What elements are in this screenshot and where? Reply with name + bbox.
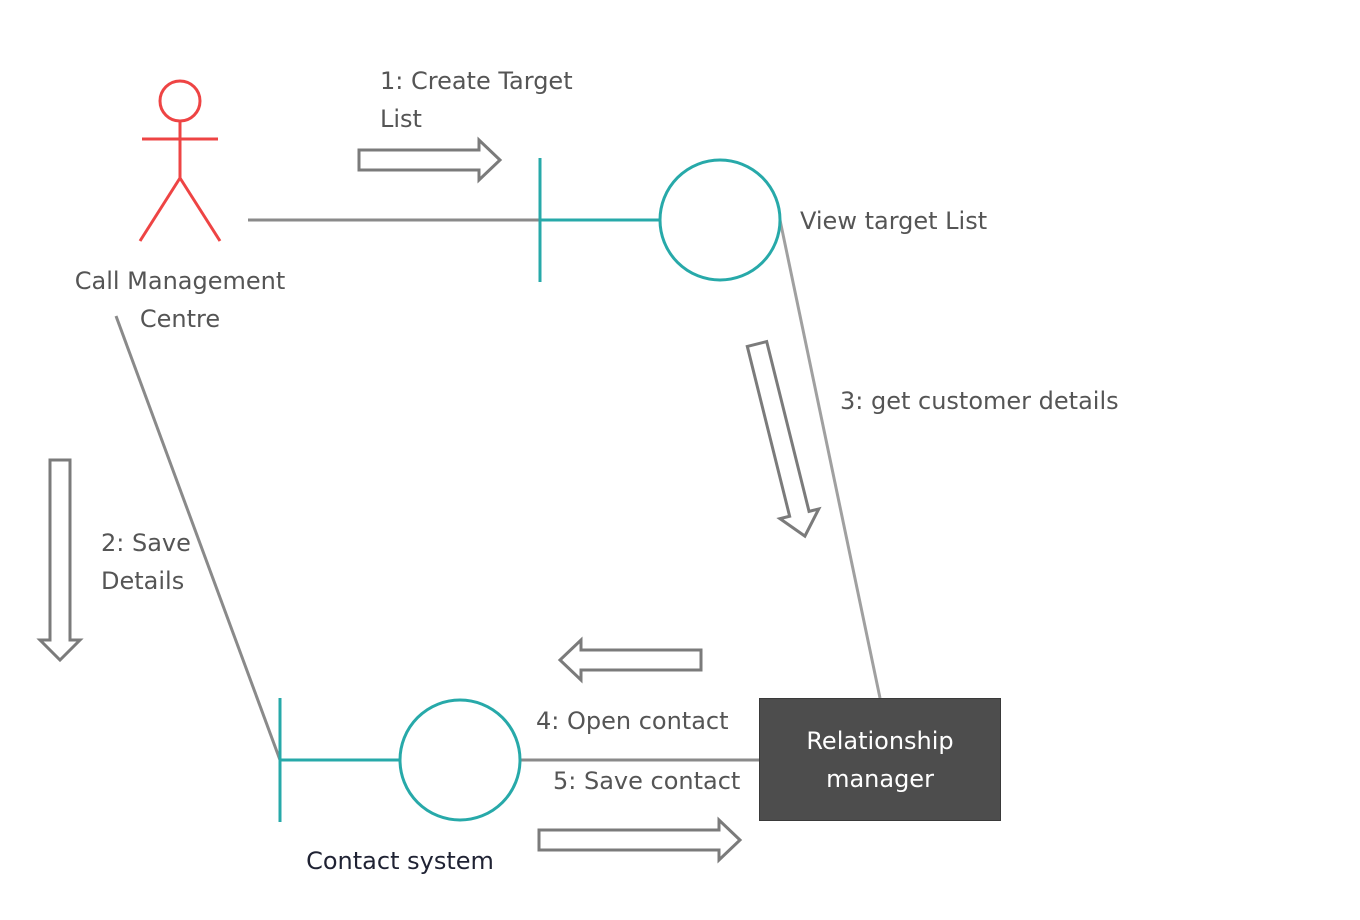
message-arrow-1-right (357, 136, 503, 184)
message-2-label-line2: Details (101, 567, 185, 595)
boundary-circle (398, 698, 522, 822)
boundary-view-target-list (538, 158, 782, 282)
boundary-circle (658, 158, 782, 282)
actor-stick-figure (138, 79, 222, 242)
message-1-label-line2: List (380, 105, 422, 133)
message-3-label: 3: get customer details (840, 387, 1119, 415)
actor-head (158, 79, 202, 123)
actor-right-leg (178, 177, 222, 242)
message-2-label: 2: Save Details (101, 524, 191, 600)
message-1-label: 1: Create Target List (380, 62, 573, 138)
message-arrow-4-left (557, 636, 703, 684)
message-4-label: 4: Open contact (536, 707, 729, 735)
message-5-label: 5: Save contact (553, 767, 741, 795)
connector-actor-to-contact-system (114, 315, 282, 761)
message-arrow-3-down-right (745, 339, 822, 539)
message-1-label-line1: 1: Create Target (380, 67, 573, 95)
actor-label: Call Management Centre (60, 262, 300, 338)
message-arrow-2-down (36, 458, 84, 663)
actor-left-leg (138, 177, 182, 242)
contact-system-label: Contact system (306, 847, 494, 875)
boundary-contact-system (278, 698, 522, 822)
connector-view-target-to-relationship-manager (778, 219, 882, 699)
view-target-label: View target List (800, 207, 988, 235)
actor-label-line2: Centre (139, 305, 221, 333)
actor-label-line1: Call Management (74, 267, 286, 295)
relationship-manager-entity: Relationship manager (759, 698, 1001, 821)
entity-label-line1: Relationship (806, 726, 954, 755)
entity-label-line2: manager (826, 764, 934, 793)
message-2-label-line1: 2: Save (101, 529, 191, 557)
message-arrow-5-right (537, 816, 743, 864)
